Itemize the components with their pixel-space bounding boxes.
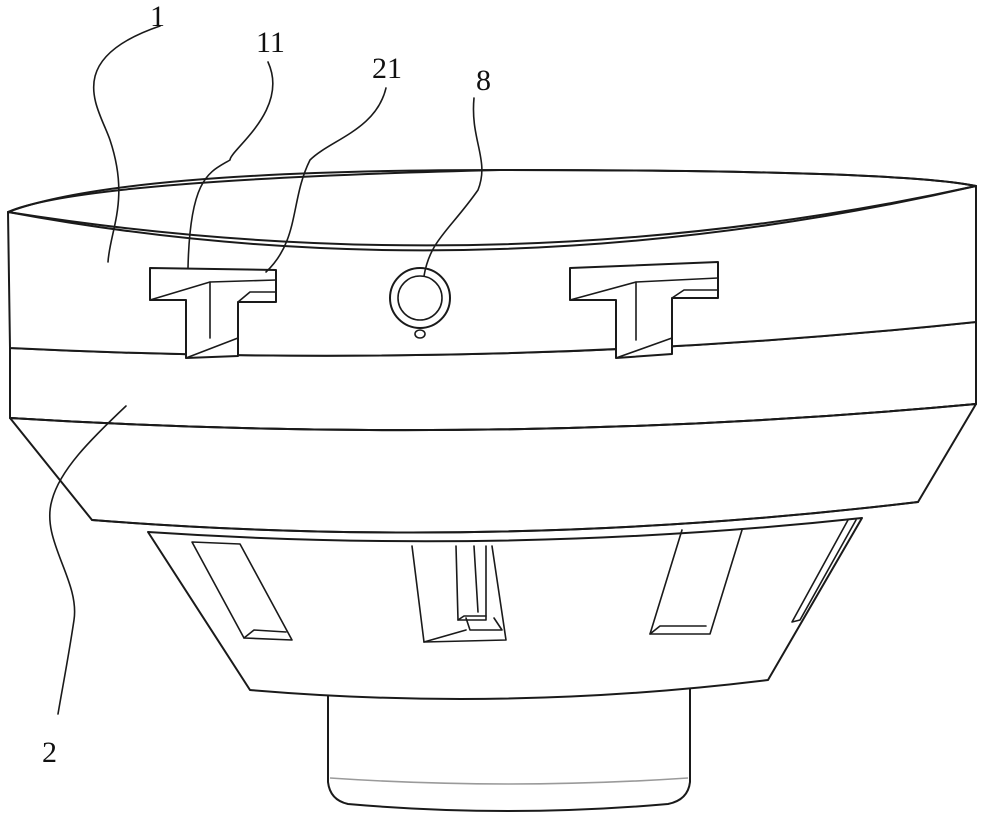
bottom-cylinder xyxy=(328,688,690,811)
label-part-11: 11 xyxy=(256,26,285,59)
top-cover-part-1 xyxy=(8,170,976,356)
label-part-8: 8 xyxy=(476,64,491,97)
lower-cone-housing xyxy=(148,518,862,699)
label-part-1: 1 xyxy=(150,0,165,33)
label-part-21: 21 xyxy=(372,52,402,85)
label-part-2: 2 xyxy=(42,736,57,769)
